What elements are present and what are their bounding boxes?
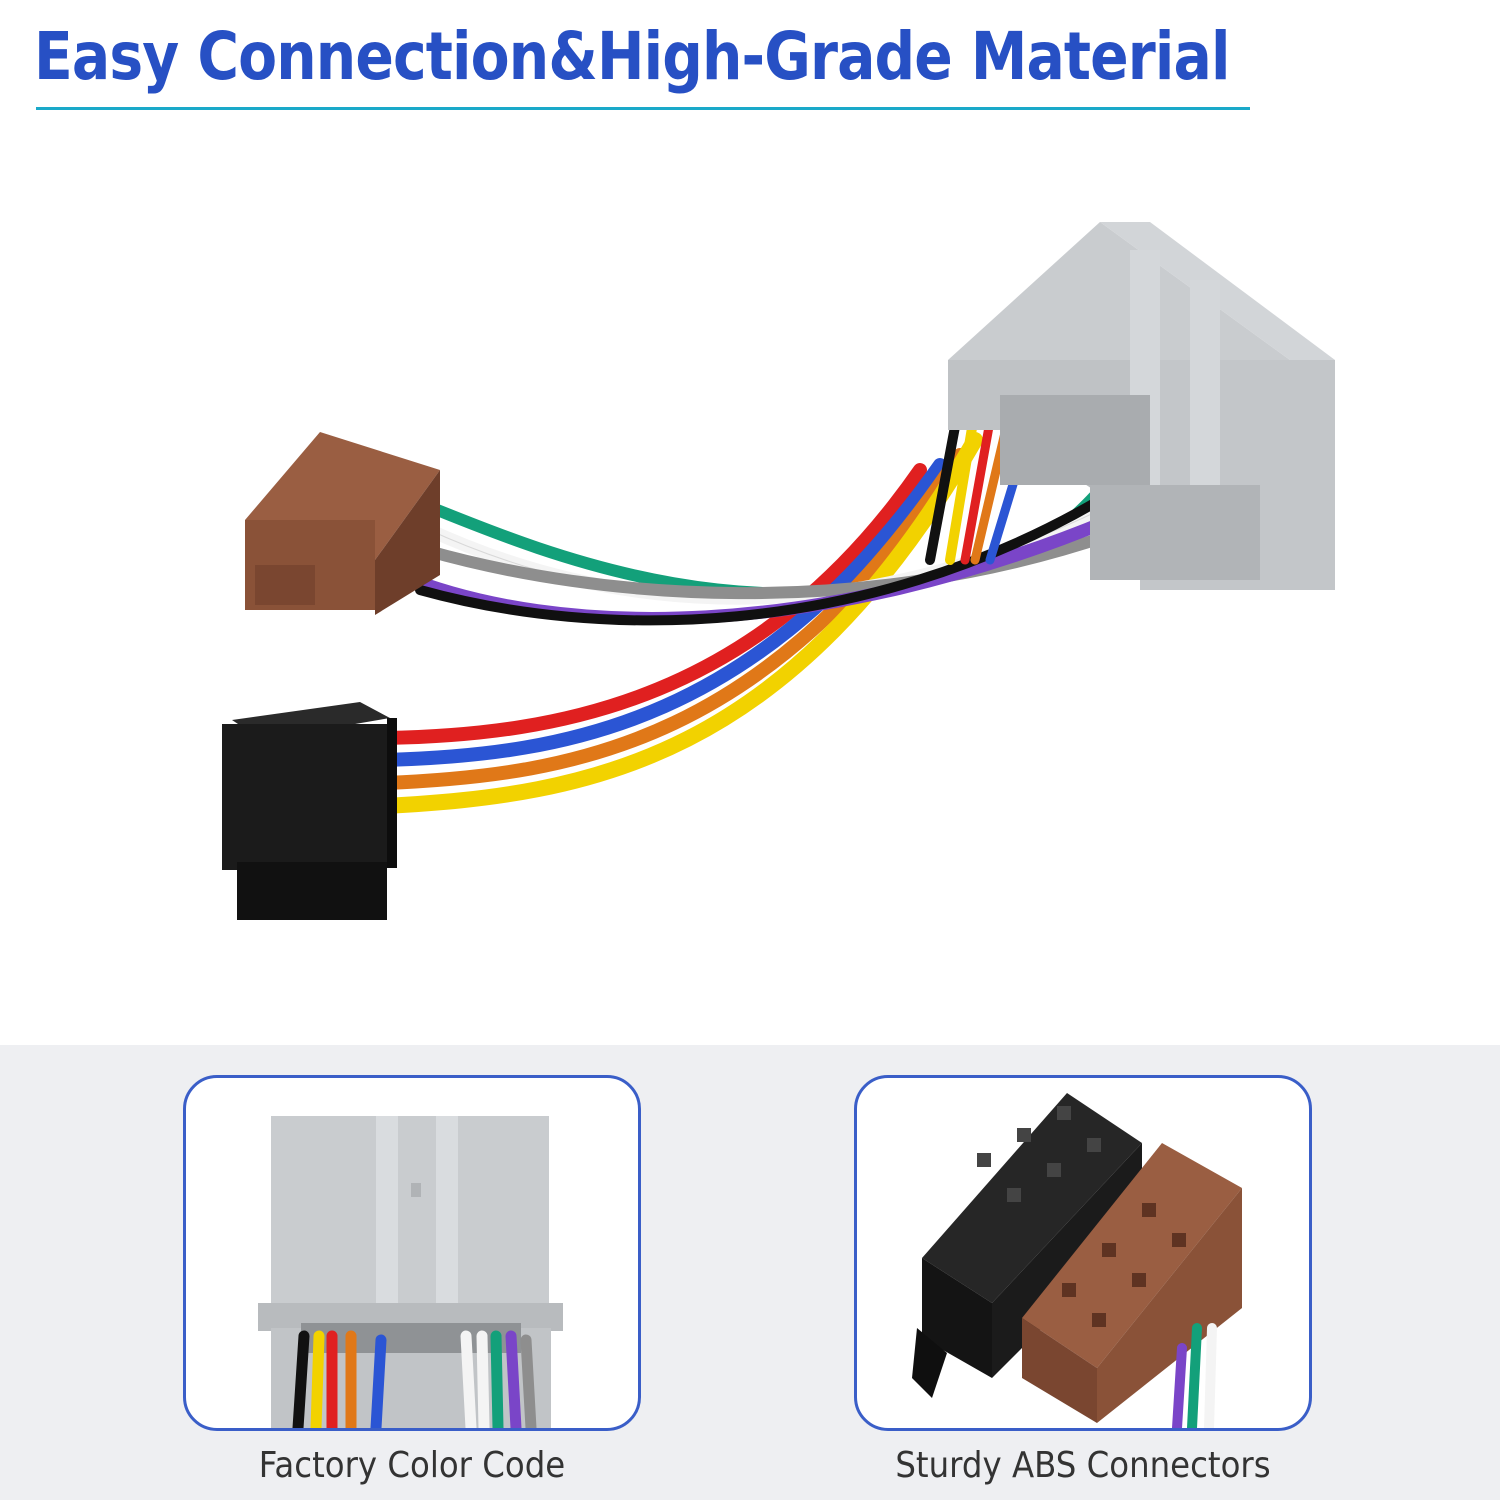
caption-abs-connectors: Sturdy ABS Connectors	[895, 1445, 1271, 1486]
grey-connector-closeup-image	[258, 1116, 563, 1428]
feature-card-color-code	[183, 1075, 641, 1431]
wires-black-connector	[377, 432, 983, 814]
brown-iso-connector	[245, 432, 440, 615]
headline: Easy Connection&High-Grade Material	[34, 18, 1230, 95]
caption-color-code: Factory Color Code	[258, 1445, 566, 1486]
iso-connectors-closeup-image	[912, 1093, 1242, 1428]
black-iso-connector	[222, 702, 397, 920]
feature-card-abs-connectors	[854, 1075, 1312, 1431]
hero-product-image	[222, 222, 1335, 920]
headline-underline	[36, 107, 1250, 110]
grey-connector	[948, 222, 1335, 590]
